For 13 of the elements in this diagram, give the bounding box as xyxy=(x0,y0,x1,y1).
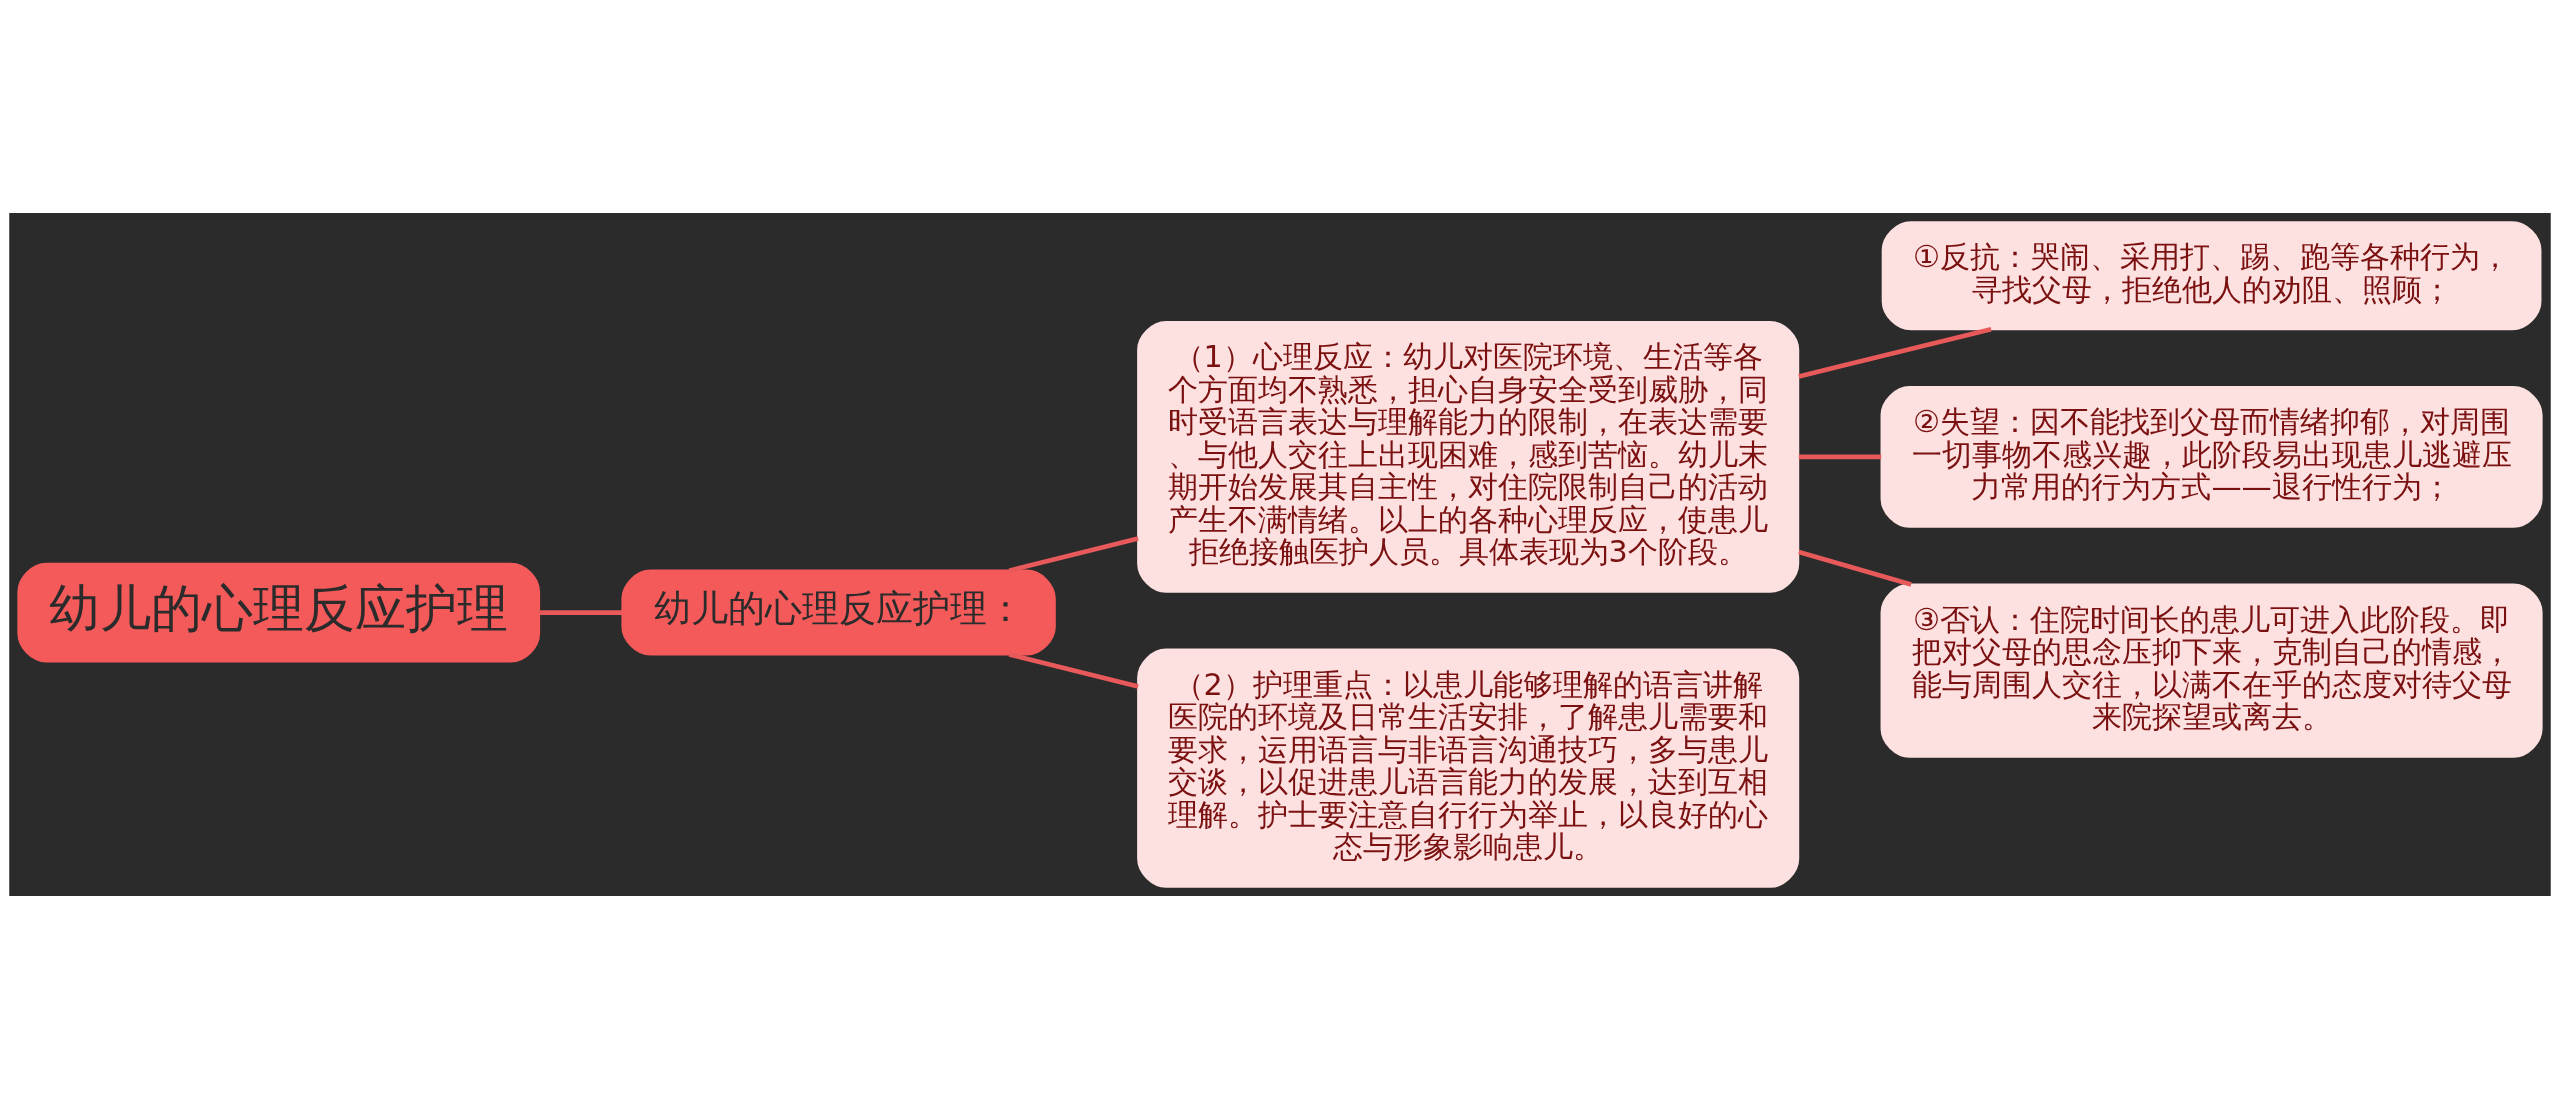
connector xyxy=(1008,535,1139,573)
node-box: 幼儿的心理反应护理 xyxy=(17,562,541,662)
connector xyxy=(1798,549,1912,587)
connector xyxy=(1008,651,1139,689)
connector xyxy=(1798,454,1882,459)
node-box: ②失望：因不能找到父母而情绪抑郁，对周围一切事物不感兴趣，此阶段易出现患儿逃避压力常用的行为方式——退行性行为； xyxy=(1880,385,2543,528)
node-box: 幼儿的心理反应护理： xyxy=(621,569,1056,656)
node-box: ①反抗：哭闹、采用打、踢、跑等各种行为，寻找父母，拒绝他人的劝阻、照顾； xyxy=(1881,220,2542,330)
node-box: ③否认：住院时间长的患儿可进入此阶段。即把对父母的思念压抑下来，克制自己的情感，能与周围人交往，以满不在乎的态度对待父母来院探望或离去。 xyxy=(1880,583,2543,758)
connector xyxy=(1798,326,1992,379)
node-box: （2）护理重点：以患儿能够理解的语言讲解医院的环境及日常生活安排，了解患儿需要和要求，运用语言与非语言沟通技巧，多与患儿交谈，以促进患儿语言能力的发展，达到互相理解。护士要注意自行行为举止，以良好的心态与形象影响患儿。 xyxy=(1137,648,1800,888)
connector xyxy=(539,609,623,615)
node-box: （1）心理反应：幼儿对医院环境、生活等各个方面均不熟悉，担心自身安全受到威胁，同时受语言表达与理解能力的限制，在表达需要、与他人交往上出现困难，感到苦恼。幼儿末期开始发展其自主性，对住院限制自己的活动产生不满情绪。以上的各种心理反应，使患儿拒绝接触医护人员。具体表现为3个阶段。 xyxy=(1137,320,1800,593)
